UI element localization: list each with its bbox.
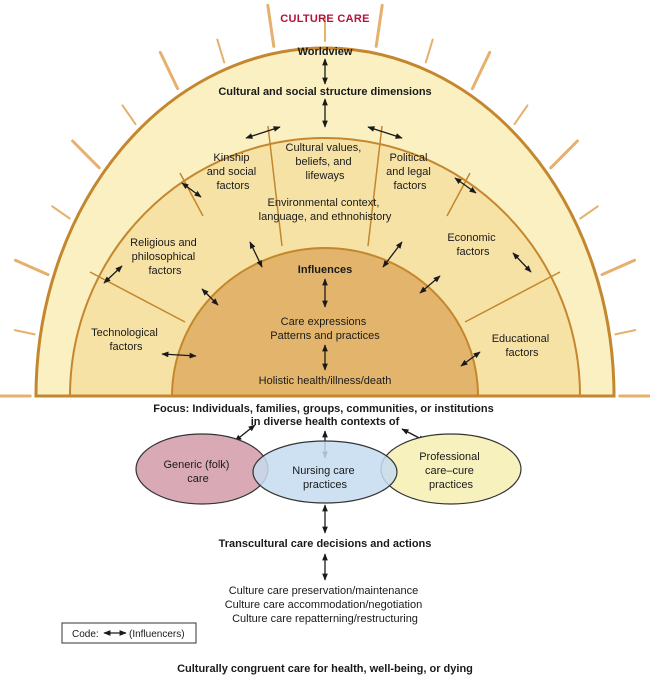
sun-ray — [51, 205, 71, 220]
influence-arrow-icon — [419, 275, 441, 294]
section-divider — [267, 125, 283, 247]
sun-ray — [549, 139, 579, 170]
political-factors-label: Political and legal factors — [386, 152, 434, 192]
nursing-care-label: Nursing care practices — [292, 465, 357, 491]
diagram-title: CULTURE CARE — [280, 13, 370, 25]
sun-ray — [266, 3, 276, 48]
influence-arrow-icon — [181, 182, 202, 198]
influence-arrow-icon — [161, 351, 197, 359]
generic-care-label: Generic (folk) care — [163, 459, 232, 485]
influence-arrow-icon — [201, 288, 219, 306]
influence-arrow-icon — [249, 241, 263, 268]
focus-label: Focus: Individuals, families, groups, co… — [153, 403, 497, 428]
nursing-care-ellipse — [252, 440, 398, 504]
kinship-factors-label: Kinship and social factors — [207, 152, 260, 192]
sun-ray — [71, 139, 101, 170]
influences-dome — [170, 247, 480, 397]
influence-arrow-icon — [454, 177, 477, 194]
legend-code-label: Code: — [72, 629, 99, 640]
section-divider — [464, 271, 561, 323]
technological-factors-label: Technological factors — [91, 327, 161, 353]
influence-arrow-icon — [234, 424, 256, 442]
environmental-context-label: Environmental context, language, and eth… — [259, 197, 392, 223]
care-expressions-label: Care expressions Patterns and practices — [270, 316, 380, 342]
sun-ray — [158, 50, 180, 91]
sun-ray — [600, 258, 637, 277]
religious-factors-label: Religious and philosophical factors — [130, 237, 200, 277]
section-divider — [367, 125, 383, 247]
influence-arrow-icon — [103, 265, 123, 284]
sun-ray — [579, 205, 599, 220]
worldview-label: Worldview — [298, 46, 353, 58]
sun-ray — [121, 104, 137, 126]
economic-factors-label: Economic factors — [447, 232, 498, 258]
outcome-label: Culturally congruent care for health, we… — [177, 663, 473, 675]
sun-ray — [513, 104, 529, 126]
dimensions-label: Cultural and social structure dimensions — [218, 86, 431, 98]
educational-factors-label: Educational factors — [492, 333, 553, 359]
sun-ray — [13, 329, 36, 336]
influence-arrow-icon — [382, 241, 403, 268]
influence-arrow-icon — [460, 351, 481, 367]
decisions-label: Transcultural care decisions and actions — [219, 538, 432, 550]
influence-arrow-icon — [367, 126, 403, 139]
sun-ray — [470, 50, 492, 91]
sun-ray — [614, 329, 637, 336]
professional-care-label: Professional care–cure practices — [419, 451, 483, 491]
care-modes-label: Culture care preservation/maintenance Cu… — [225, 585, 426, 625]
sun-ray — [374, 3, 384, 48]
legend-box: Code: (Influencers) — [61, 622, 197, 644]
influence-arrow-icon — [512, 252, 532, 273]
influences-label: Influences — [298, 264, 352, 276]
influence-arrow-icon — [245, 126, 281, 139]
cultural-values-label: Cultural values, beliefs, and lifeways — [286, 142, 365, 182]
holistic-health-label: Holistic health/illness/death — [259, 375, 392, 387]
legend-influencers-label: (Influencers) — [129, 629, 185, 640]
sun-rays — [0, 3, 650, 398]
sun-ray — [216, 38, 226, 64]
sun-ray — [13, 258, 50, 277]
sun-ray — [424, 38, 434, 64]
